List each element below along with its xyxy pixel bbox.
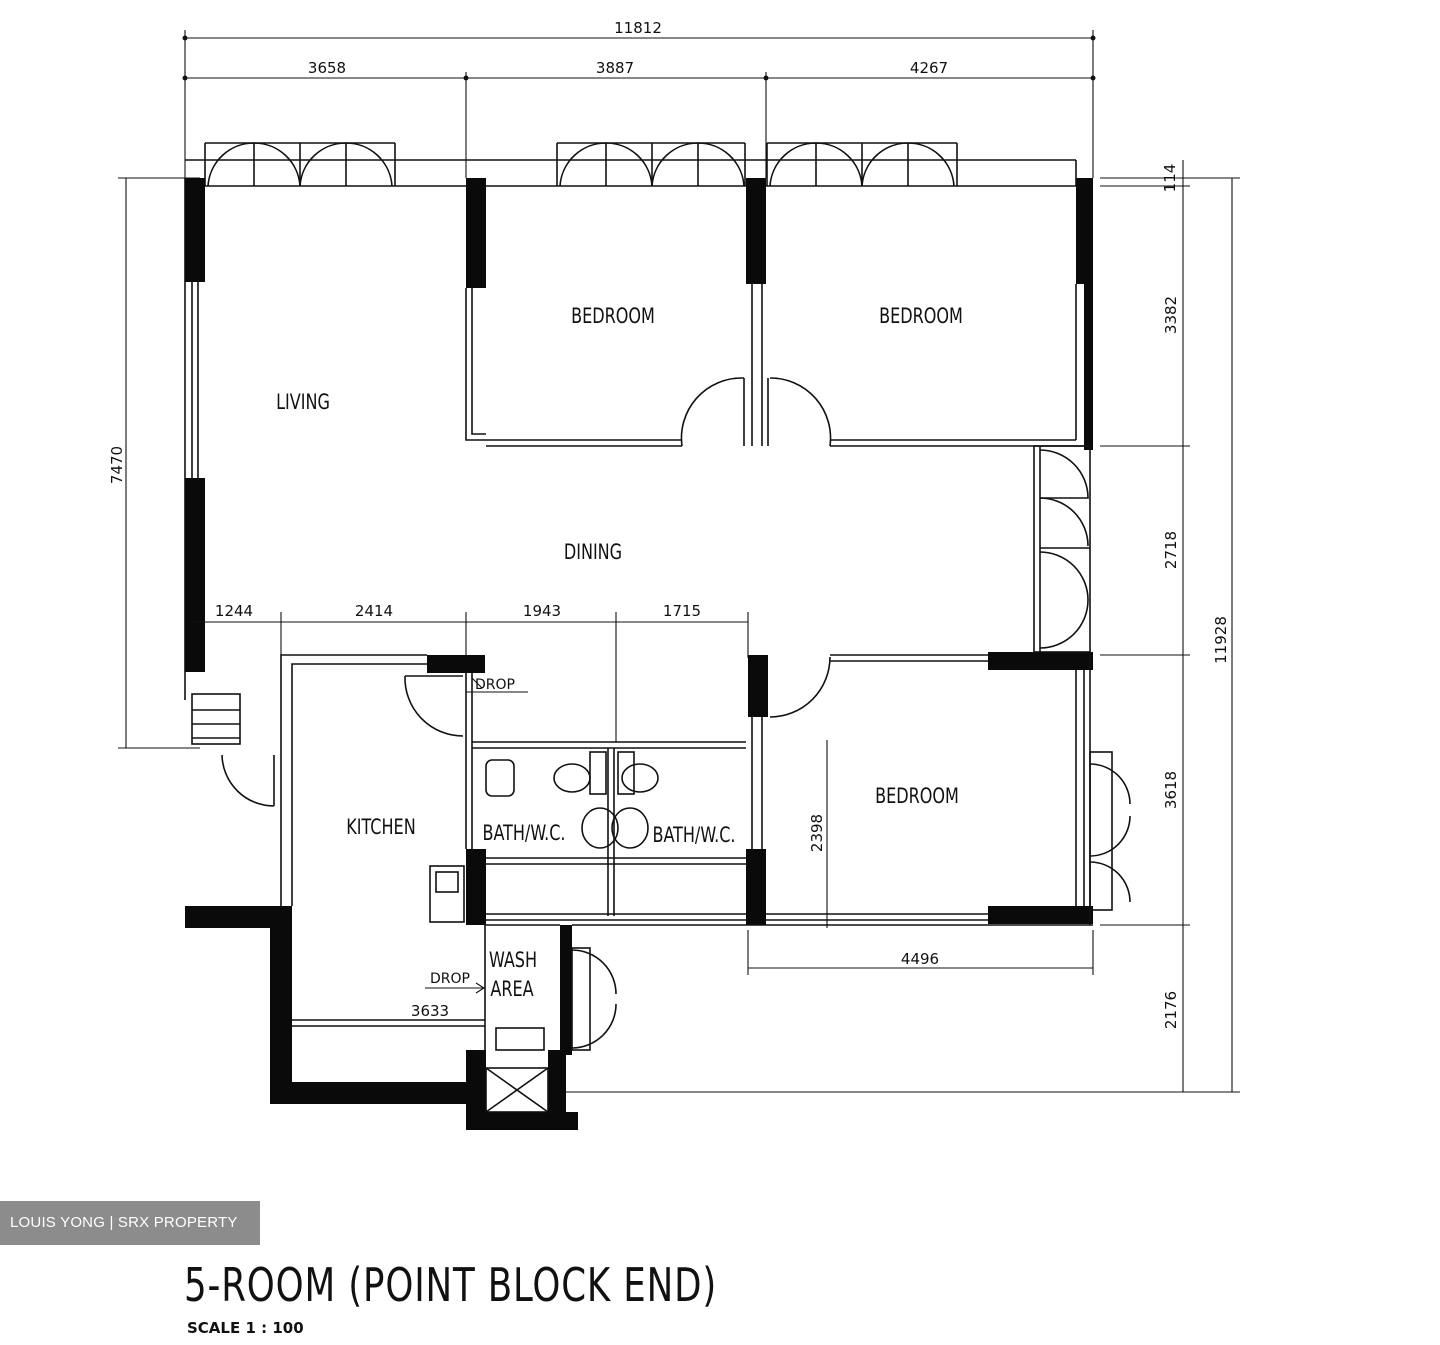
plan-title: 5-ROOM (POINT BLOCK END): [184, 1258, 718, 1312]
doors: [221, 377, 1131, 1051]
dim-bedroom3-width: 4496: [901, 950, 939, 968]
label-dining: DINING: [564, 540, 622, 565]
bath-fixtures: [485, 751, 659, 849]
label-wash-area-line2: AREA: [490, 977, 533, 1002]
top-windows: [207, 142, 955, 187]
right-dimensions: 114 3382 2718 3618 2176 11928: [560, 160, 1240, 1093]
label-bedroom-1: BEDROOM: [571, 304, 655, 329]
label-bath-1: BATH/W.C.: [482, 821, 565, 846]
floor-plan: 11812 3658 3887 4267 7470 114 3382 2718 …: [108, 19, 1240, 1130]
outer-outline: [184, 142, 1077, 700]
dim-mid-seg-2: 2414: [355, 602, 393, 620]
dim-mid-seg-3: 1943: [523, 602, 561, 620]
dim-mid-seg-4: 1715: [663, 602, 701, 620]
dim-right-top: 114: [1161, 164, 1179, 193]
plan-scale: SCALE 1 : 100: [187, 1319, 304, 1337]
dim-kitchen-width: 3633: [411, 1002, 449, 1020]
dim-left-height: 7470: [108, 446, 126, 484]
left-dimension: 7470: [108, 177, 200, 749]
note-drop-bottom: DROP: [430, 971, 470, 987]
bedroom3-dimensions: 2398 4496 3633: [411, 740, 1094, 1020]
notes: DROP DROP: [425, 677, 528, 994]
dim-bedroom3-height: 2398: [808, 814, 826, 852]
note-drop-top: DROP: [475, 677, 515, 693]
dim-top-seg-3: 4267: [910, 59, 948, 77]
label-wash-area-line1: WASH: [489, 948, 537, 973]
dim-right-seg-4: 2176: [1162, 991, 1180, 1029]
dim-top-total: 11812: [614, 19, 662, 37]
room-labels: LIVING BEDROOM BEDROOM DINING KITCHEN BA…: [276, 304, 963, 1002]
dim-right-seg-3: 3618: [1162, 771, 1180, 809]
dim-top-seg-2: 3887: [596, 59, 634, 77]
dim-mid-seg-1: 1244: [215, 602, 253, 620]
structural-walls: [185, 178, 1093, 1130]
label-bedroom-3: BEDROOM: [875, 784, 959, 809]
internal-walls: [191, 282, 1093, 1113]
middle-dimensions: 1244 2414 1943 1715: [192, 602, 749, 742]
dim-right-seg-1: 3382: [1162, 296, 1180, 334]
dim-right-total: 11928: [1212, 616, 1230, 664]
label-living: LIVING: [276, 390, 330, 415]
label-bath-2: BATH/W.C.: [652, 823, 735, 848]
label-bedroom-2: BEDROOM: [879, 304, 963, 329]
label-kitchen: KITCHEN: [346, 815, 415, 840]
dim-right-seg-2: 2718: [1162, 531, 1180, 569]
top-dimensions: 11812 3658 3887 4267: [182, 19, 1096, 178]
dim-top-seg-1: 3658: [308, 59, 346, 77]
watermark-label: LOUIS YONG | SRX PROPERTY: [0, 1201, 260, 1245]
